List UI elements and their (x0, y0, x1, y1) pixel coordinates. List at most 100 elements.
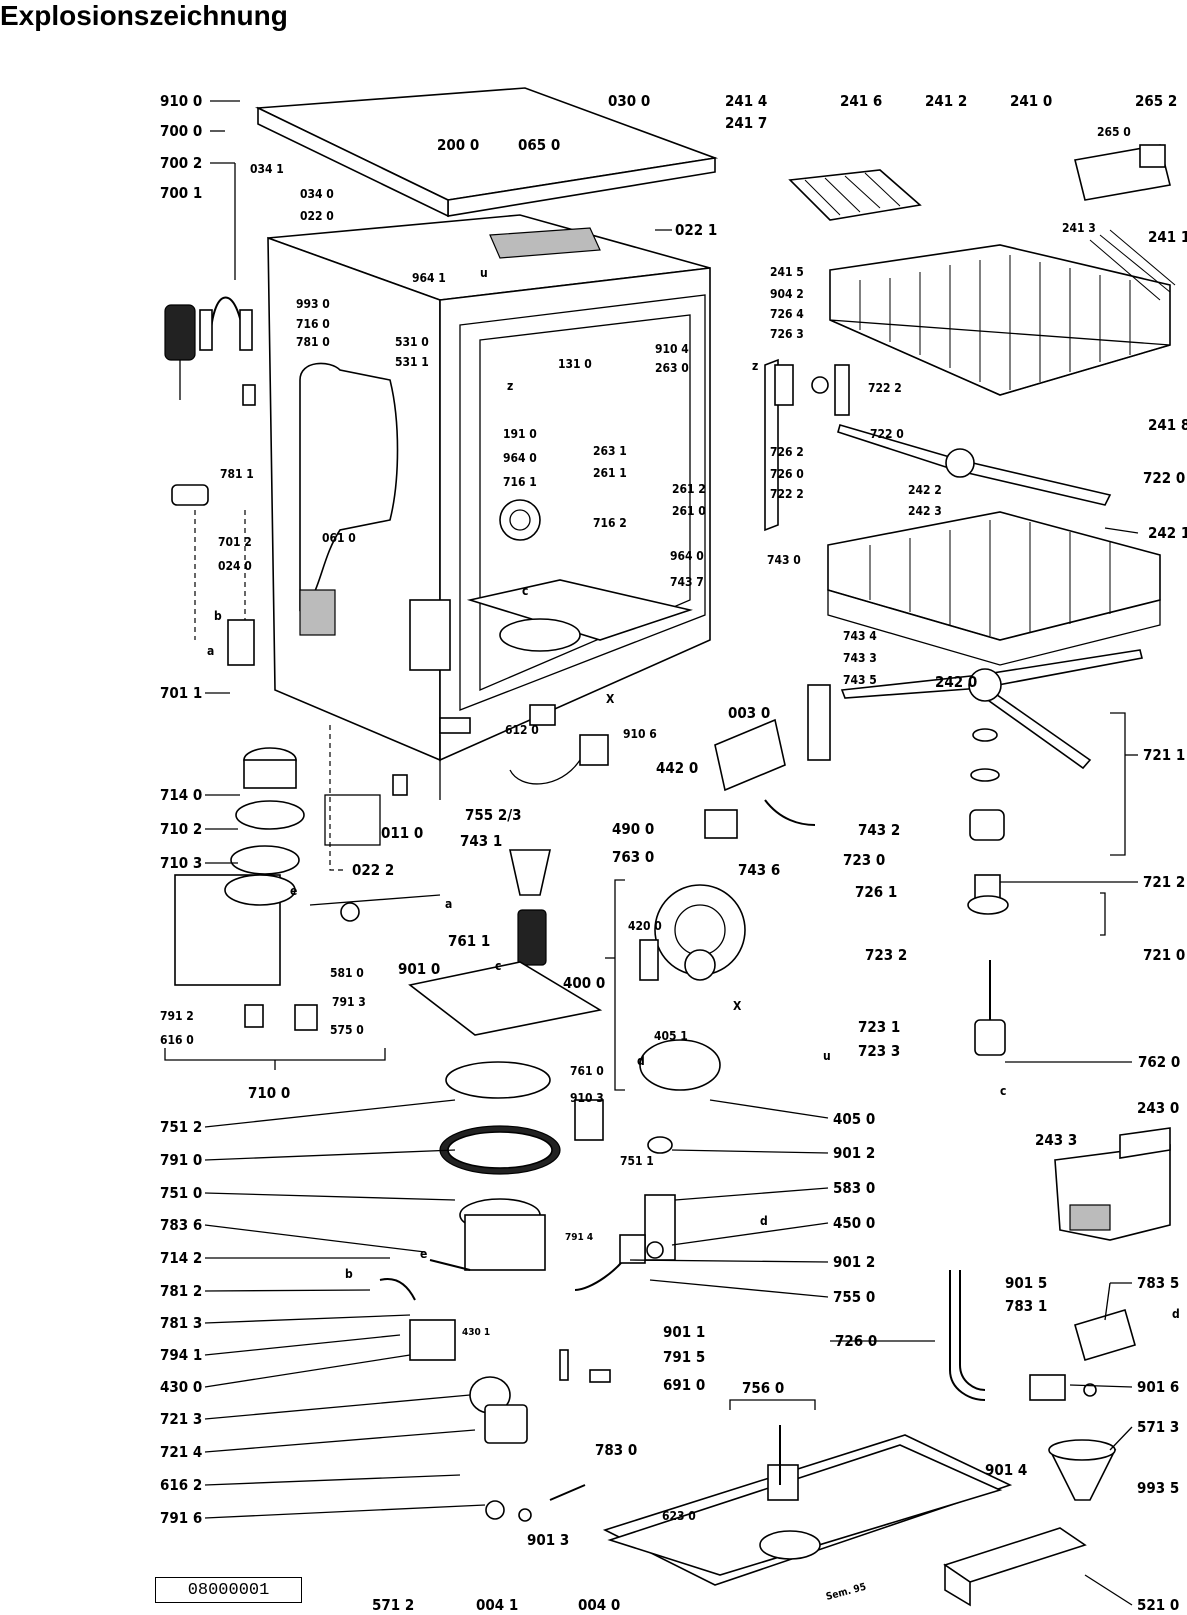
part-label: 783 6 (160, 1216, 202, 1234)
part-number-labels: 910 0 700 0 700 2 700 1 034 1 030 0 200 … (160, 92, 1187, 1614)
part-label: 531 1 (395, 355, 429, 369)
part-label: 721 0 (1143, 946, 1185, 964)
part-label: 762 0 (1138, 1053, 1180, 1071)
ref-letter: z (507, 379, 513, 393)
part-label: 743 4 (843, 629, 877, 643)
part-label: 964 1 (412, 271, 446, 285)
part-label: 131 0 (558, 357, 592, 371)
part-label: 723 3 (858, 1042, 900, 1060)
part-label: 743 5 (843, 673, 877, 687)
ref-letter: X (733, 999, 742, 1013)
part-label: 964 0 (670, 549, 704, 563)
ref-letter: e (420, 1247, 427, 1261)
part-label: 755 2/3 (465, 806, 522, 824)
part-label: 910 0 (160, 92, 202, 110)
part-label: 721 2 (1143, 873, 1185, 891)
part-label: 756 0 (742, 1379, 784, 1397)
part-label: 571 3 (1137, 1418, 1179, 1436)
upper-basket-241-0 (829, 244, 1171, 396)
part-label: 901 5 (1005, 1274, 1047, 1292)
drain-pump-571-3 (1029, 1309, 1136, 1401)
part-label: 761 1 (448, 932, 490, 950)
part-label: 243 0 (1137, 1099, 1179, 1117)
ref-letter: c (522, 584, 528, 598)
part-label: 743 0 (767, 553, 801, 567)
ref-letter: c (495, 959, 501, 973)
part-label: 716 0 (296, 317, 330, 331)
part-label: 612 0 (505, 723, 539, 737)
door-outer-panel-004-0 (602, 1399, 1013, 1586)
drain-hose-726-0 (949, 1270, 986, 1401)
part-label: 714 2 (160, 1249, 202, 1267)
part-label: 751 2 (160, 1118, 202, 1136)
detergent-dispenser-442-0 (704, 684, 831, 839)
part-label: 265 0 (1097, 125, 1131, 139)
part-label: 241 8 (1148, 416, 1187, 434)
part-label: 700 0 (160, 122, 202, 140)
part-label: 616 0 (160, 1033, 194, 1047)
part-label: 710 3 (160, 854, 202, 872)
part-label: 261 1 (593, 466, 627, 480)
part-label: 781 0 (296, 335, 330, 349)
part-label: 901 1 (663, 1323, 705, 1341)
part-label: 241 1 (1148, 228, 1187, 246)
part-label: 430 1 (462, 1327, 490, 1338)
part-label: 241 0 (1010, 92, 1052, 110)
rack-runner-241-1 (1074, 144, 1176, 301)
part-label: 726 4 (770, 307, 804, 321)
part-label: 450 0 (833, 1214, 875, 1232)
part-label: 263 1 (593, 444, 627, 458)
cutlery-basket-243-0 (1054, 1127, 1171, 1241)
ref-letter: e (290, 884, 297, 898)
ref-letter: b (214, 609, 222, 623)
upper-spray-arm (837, 424, 1112, 506)
part-label: 242 3 (908, 504, 942, 518)
ref-letter: d (1172, 1307, 1180, 1321)
part-label: 791 2 (160, 1009, 194, 1023)
ref-letter: u (823, 1049, 831, 1063)
part-label: 904 2 (770, 287, 804, 301)
part-label: 722 0 (870, 427, 904, 441)
part-label: 901 4 (985, 1461, 1027, 1479)
lower-spray-arm (840, 649, 1143, 1056)
part-label: 003 0 (728, 704, 770, 722)
part-label: 783 1 (1005, 1297, 1047, 1315)
part-label: 964 0 (503, 451, 537, 465)
part-label: 743 7 (670, 575, 704, 589)
sump-filter-assembly (408, 849, 604, 1414)
part-label: 400 0 (563, 974, 605, 992)
part-label: 531 0 (395, 335, 429, 349)
part-label: 430 0 (160, 1378, 202, 1396)
part-label: 763 0 (612, 848, 654, 866)
part-label: 241 3 (1062, 221, 1096, 235)
part-label: 721 4 (160, 1443, 202, 1461)
inlet-valve-parts (324, 704, 609, 871)
lower-water-hoses (379, 1136, 673, 1522)
part-label: 901 3 (527, 1531, 569, 1549)
lower-basket-242-0 (827, 511, 1161, 666)
part-label: 755 0 (833, 1288, 875, 1306)
part-label: 241 5 (770, 265, 804, 279)
part-label: 700 1 (160, 184, 202, 202)
part-label: 721 1 (1143, 746, 1185, 764)
part-label: 571 2 (372, 1596, 414, 1614)
part-label: 623 0 (662, 1509, 696, 1523)
ref-letter: c (1000, 1084, 1006, 1098)
part-label: 022 2 (352, 861, 394, 879)
part-label: 242 0 (935, 673, 977, 691)
part-label: 791 6 (160, 1509, 202, 1527)
funnel-993-5 (1048, 1439, 1117, 1501)
cup-rack-241-6 (788, 169, 922, 221)
part-label: 791 5 (663, 1348, 705, 1366)
ref-letter: a (445, 897, 452, 911)
part-label: 030 0 (608, 92, 650, 110)
part-label: 420 0 (628, 919, 662, 933)
part-label: 616 2 (160, 1476, 202, 1494)
part-label: 061 0 (322, 531, 356, 545)
part-label: 024 0 (218, 559, 252, 573)
part-label: 442 0 (656, 759, 698, 777)
part-label: 783 5 (1137, 1274, 1179, 1292)
part-label: 781 1 (220, 467, 254, 481)
part-label: 490 0 (612, 820, 654, 838)
